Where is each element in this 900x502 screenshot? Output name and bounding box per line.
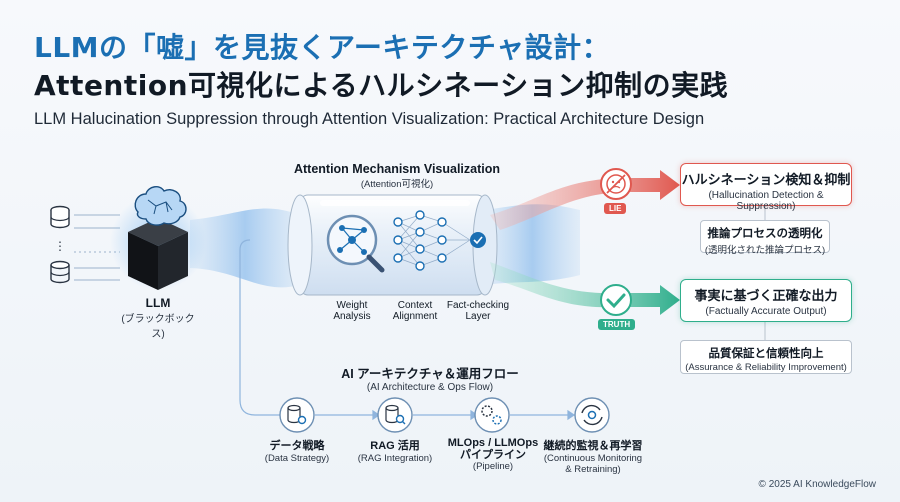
ops-step-en: (Pipeline) xyxy=(472,461,514,472)
lie-tag: LIE xyxy=(604,203,627,214)
ops-step-jp: RAG 活用 xyxy=(370,440,420,452)
neural-network-icon xyxy=(393,210,486,271)
mechanism-title-jp: (Attention可視化) xyxy=(360,179,434,190)
ops-step-monitoring: 継続的監視＆再学習 (Continuous Monitoring & Retra… xyxy=(537,437,649,475)
input-database-icon xyxy=(50,260,70,284)
ops-title-en: (AI Architecture & Ops Flow) xyxy=(366,382,494,393)
ops-flow-line xyxy=(315,409,576,421)
truth-sub-jp: 品質保証と信頼性向上 xyxy=(708,348,824,360)
step-fact-checking: Fact-checking Layer xyxy=(446,300,510,322)
llm-sublabel: (ブラックボックス) xyxy=(121,314,195,340)
truth-box-en: (Factually Accurate Output) xyxy=(705,306,827,317)
mechanism-title-en: Attention Mechanism Visualization xyxy=(293,162,501,176)
lie-box-jp: ハルシネーション検知＆抑制 xyxy=(681,172,851,187)
ellipsis-vertical-icon: ⋮ xyxy=(54,239,66,253)
ops-step-data-strategy: データ戦略 (Data Strategy) xyxy=(252,437,342,464)
truth-box-jp: 事実に基づく正確な出力 xyxy=(694,288,838,303)
lie-face-icon xyxy=(600,168,632,200)
step-context-alignment: Context Alignment xyxy=(392,300,438,322)
truth-sub-en: (Assurance & Reliability Improvement) xyxy=(685,362,847,373)
ops-title-jp: AI アーキテクチャ＆運用フロー xyxy=(341,367,519,381)
database-search-icon xyxy=(377,397,413,433)
page-title-line1: LLMの「嘘」を見抜くアーキテクチャ設計： xyxy=(34,31,611,64)
page-subtitle: LLM Halucination Suppression through Att… xyxy=(34,110,705,128)
accurate-output-box: 事実に基づく正確な出力 (Factually Accurate Output) xyxy=(680,279,852,322)
llm-flow xyxy=(190,208,300,288)
gears-icon xyxy=(474,397,510,433)
copyright-footer: © 2025 AI KnowledgeFlow xyxy=(758,479,876,490)
ops-step-jp: データ戦略 xyxy=(269,440,325,452)
cycle-gear-icon xyxy=(574,397,610,433)
lie-box-en: (Hallucination Detection & Suppression) xyxy=(708,190,824,212)
lie-sub-en: (透明化された推論プロセス) xyxy=(704,245,826,256)
ops-step-en: (RAG Integration) xyxy=(357,453,433,464)
attention-tube xyxy=(287,194,498,296)
ops-step-rag: RAG 活用 (RAG Integration) xyxy=(352,437,438,464)
llm-label: LLM (ブラックボックス) xyxy=(118,296,198,340)
page-title-line2: Attention可視化によるハルシネーション抑制の実践 xyxy=(34,69,729,102)
truth-check-icon xyxy=(600,284,632,316)
llm-black-box-icon xyxy=(110,186,206,290)
input-database-icon xyxy=(50,205,70,229)
llm-title: LLM xyxy=(145,296,171,310)
llm-to-ops-line xyxy=(239,250,280,416)
database-gear-icon xyxy=(279,397,315,433)
ops-step-pipeline: MLOps / LLMOps パイプライン (Pipeline) xyxy=(446,437,540,472)
truth-tag: TRUTH xyxy=(598,319,636,330)
quality-assurance-box: 品質保証と信頼性向上 (Assurance & Reliability Impr… xyxy=(680,340,852,374)
input-lines xyxy=(74,214,120,281)
ops-step-en: (Data Strategy) xyxy=(264,453,330,464)
ops-step-en: (Continuous Monitoring & Retraining) xyxy=(543,453,643,475)
reasoning-transparency-box: 推論プロセスの透明化 (透明化された推論プロセス) xyxy=(700,220,830,256)
ops-step-jp: MLOps / LLMOps パイプライン xyxy=(447,437,539,461)
truth-arrow xyxy=(490,262,680,315)
lie-arrow xyxy=(490,170,680,230)
step-weight-analysis: Weight Analysis xyxy=(333,300,371,322)
mechanism-title: Attention Mechanism Visualization (Atten… xyxy=(292,162,502,190)
ops-flow-title: AI アーキテクチャ＆運用フロー (AI Architecture & Ops … xyxy=(330,363,530,393)
magnifier-network-icon xyxy=(326,214,385,273)
hallucination-detection-box: ハルシネーション検知＆抑制 (Hallucination Detection &… xyxy=(680,163,852,212)
ops-step-jp: 継続的監視＆再学習 xyxy=(543,440,643,452)
lie-sub-jp: 推論プロセスの透明化 xyxy=(707,228,823,240)
